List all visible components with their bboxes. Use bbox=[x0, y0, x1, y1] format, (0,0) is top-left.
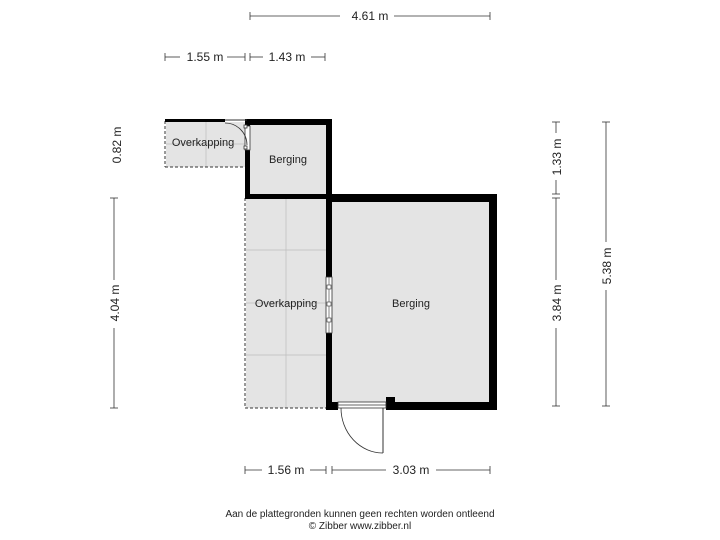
main-door bbox=[337, 401, 387, 454]
credit-text: © Zibber www.zibber.nl bbox=[308, 521, 412, 532]
dimension-label: 4.04 m bbox=[108, 285, 122, 322]
wall-berging-small-left-lower bbox=[245, 150, 250, 198]
dimension-top-left: 1.55 m bbox=[164, 50, 246, 64]
wall-small-top-left bbox=[165, 119, 225, 122]
wall-berging-small-bottom bbox=[245, 194, 332, 199]
dimension-top-right: 1.43 m bbox=[249, 50, 326, 64]
dimension-top-total: 4.61 m bbox=[249, 9, 491, 23]
dimension-label: 3.84 m bbox=[550, 285, 564, 322]
wall-berging-large-right bbox=[489, 194, 497, 410]
walls bbox=[165, 119, 497, 410]
dimension-label: 1.55 m bbox=[187, 50, 224, 64]
room-label-overkapping-large: Overkapping bbox=[255, 298, 317, 310]
dimension-right-top: 1.33 m bbox=[550, 121, 564, 195]
dimension-bottom-left: 1.56 m bbox=[244, 463, 327, 477]
dimension-label: 4.61 m bbox=[352, 9, 389, 23]
dimension-bottom-right: 3.03 m bbox=[331, 463, 491, 477]
room-label-overkapping-small: Overkapping bbox=[172, 137, 234, 149]
dimension-label: 3.03 m bbox=[393, 463, 430, 477]
dimension-label: 1.33 m bbox=[550, 139, 564, 176]
wall-berging-large-left-lower bbox=[326, 333, 332, 410]
wall-berging-large-top bbox=[326, 194, 497, 202]
dimension-label: 1.43 m bbox=[269, 50, 306, 64]
wall-berging-large-left-upper bbox=[326, 194, 332, 277]
berging-small-floor bbox=[250, 124, 327, 194]
dimension-right-bottom: 3.84 m bbox=[550, 197, 564, 407]
dimension-label: 0.82 m bbox=[110, 127, 124, 164]
wall-berging-small-left-upper bbox=[245, 119, 250, 127]
room-label-berging-small: Berging bbox=[269, 154, 307, 166]
wall-berging-small-right bbox=[326, 119, 332, 200]
dimension-left-top: 0.82 m bbox=[110, 127, 124, 164]
dashed-edges bbox=[164, 121, 326, 409]
tile-grid bbox=[166, 122, 326, 408]
overkapping-small-floor bbox=[166, 122, 247, 167]
wall-berging-large-bottom-right bbox=[386, 402, 497, 410]
dimension-right-total: 5.38 m bbox=[600, 121, 614, 407]
dimension-left-bottom: 4.04 m bbox=[108, 197, 122, 409]
wall-berging-small-top bbox=[247, 119, 331, 125]
wall-door-post bbox=[386, 397, 395, 410]
room-label-berging-large: Berging bbox=[392, 298, 430, 310]
dimension-label: 5.38 m bbox=[600, 248, 614, 285]
small-door bbox=[224, 119, 251, 151]
berging-large-floor bbox=[332, 201, 490, 402]
dimension-label: 1.56 m bbox=[268, 463, 305, 477]
side-window bbox=[325, 276, 333, 334]
disclaimer-text: Aan de plattegronden kunnen geen rechten… bbox=[225, 509, 495, 520]
